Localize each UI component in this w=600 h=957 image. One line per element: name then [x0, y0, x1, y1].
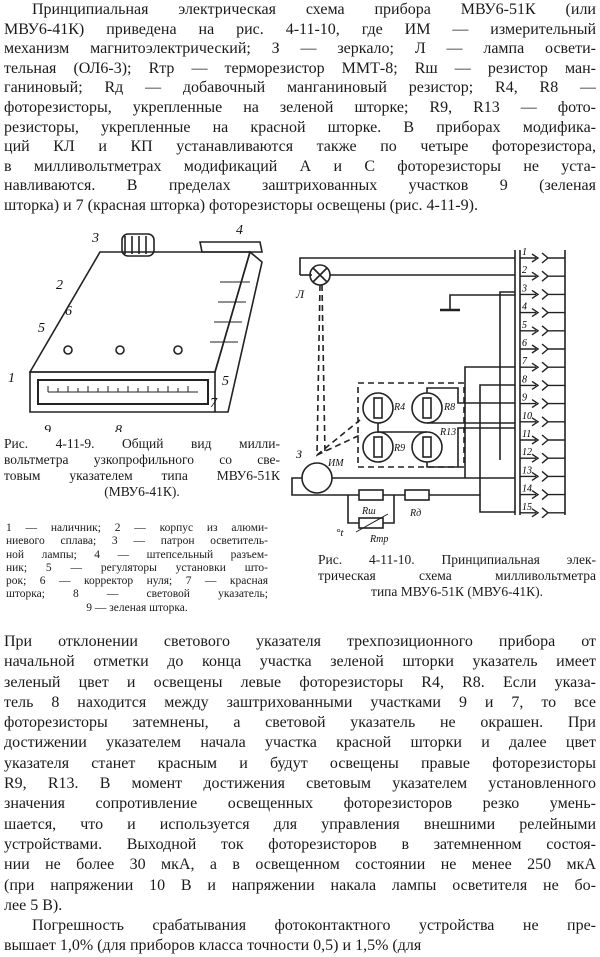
figure-1-callout-label: 5: [222, 374, 229, 389]
temperature-label: °t: [336, 527, 344, 539]
text-line: достижении указателем начала участка кра…: [4, 734, 596, 752]
intro-paragraph: Принципиальная электрическая схема прибо…: [4, 0, 596, 216]
text-line: 9 — зеленая шторка.: [86, 601, 188, 614]
resistor-r4-label: R4: [393, 402, 405, 413]
text-line: устройствами. Выходной ток фоторезисторо…: [4, 835, 596, 853]
figure-1-callout-label: 5: [38, 321, 45, 336]
connector-pin: [520, 434, 565, 446]
text-line: товым указателем типа МВУ6-51К: [4, 468, 280, 483]
text-line: в милливольтметрах модификаций А и С фот…: [4, 157, 596, 175]
mirror-label: З: [296, 447, 302, 461]
text-line: типа МВУ6-51К (МВУ6-41К).: [371, 584, 543, 599]
text-line: фоторезисторы, укрепленные на зеленой шт…: [4, 98, 596, 116]
text-line: Рис. 4-11-10. Принципиальная элек-: [318, 552, 596, 567]
text-line: ник; 5 — регуляторы установки што-: [6, 561, 268, 574]
text-line: навливаются. В пределах заштрихованных у…: [4, 177, 596, 195]
figure-1-legend: 1 — наличник; 2 — корпус из алюми-ниевог…: [6, 522, 268, 615]
lamp-label: Л: [295, 287, 305, 301]
figure-1-callout-label: 8: [115, 423, 122, 432]
resistor-r8-label: R8: [443, 402, 455, 413]
thermistor-label: Rтр: [369, 534, 388, 545]
figure-1-callout-label: 4: [236, 223, 243, 238]
text-line: нии не более 30 мкА, а в освещенном сост…: [4, 856, 596, 874]
text-line: рок; 6 — корректор нуля; 7 — красная: [6, 575, 268, 588]
shunt-resistor-label: Rш: [361, 506, 376, 517]
connector-pin: [520, 452, 565, 464]
pin-number: 12: [522, 447, 532, 458]
text-line: указателя станет красным и будут освещен…: [4, 754, 596, 772]
text-line: ной лампы; 4 — штепсельный разъем-: [6, 548, 268, 561]
text-line: вольтметра узкопрофильного со све-: [4, 452, 280, 467]
pin-number: 10: [522, 411, 532, 422]
text-line: значения сопротивление освещенных фоторе…: [4, 795, 596, 813]
text-line: трическая схема милливольтметра: [318, 568, 596, 583]
figure-1-callout-label: 7: [210, 396, 218, 411]
text-line: Рис. 4-11-9. Общий вид милли-: [4, 436, 280, 451]
connector-pin: [520, 489, 565, 501]
connector-pin: [520, 270, 565, 282]
pin-number: 15: [522, 502, 532, 513]
resistor-r9-label: R9: [393, 443, 405, 454]
pin-number: 14: [522, 484, 532, 495]
body-paragraph: При отклонении светового указателя трехп…: [4, 632, 596, 957]
pin-number: 13: [522, 465, 532, 476]
text-line: ганиновый; Rд — добавочный манганиновый …: [4, 79, 596, 97]
pin-number: 6: [522, 338, 527, 349]
figure-1-callout-label: 6: [65, 304, 72, 319]
text-line: Принципиальная электрическая схема прибо…: [32, 1, 596, 18]
text-line: начальной отметки до конца участка зелен…: [4, 653, 596, 671]
connector-pin: [520, 379, 565, 391]
figure-1-caption: Рис. 4-11-9. Общий вид милли-вольтметра …: [4, 436, 280, 500]
figure-2-caption: Рис. 4-11-10. Принципиальная элек-тричес…: [318, 552, 596, 600]
text-line: шается, что и используется для управлени…: [4, 815, 596, 833]
text-line: шторка; 8 — световой указатель;: [6, 588, 268, 601]
pin-number: 3: [521, 283, 527, 294]
pin-number: 9: [522, 393, 527, 404]
connector-pin: [520, 361, 565, 373]
text-line: ниевого сплава; 3 — патрон осветитель-: [6, 535, 268, 548]
text-line: резисторы, укрепленные на красной шторке…: [4, 118, 596, 136]
figure-1-callout-label: 3: [91, 231, 99, 246]
figure-1-callout-label: 1: [8, 371, 15, 386]
connector-pin: [520, 307, 565, 319]
text-line: вышает 1,0% (для приборов класса точност…: [4, 937, 422, 955]
pin-number: 5: [522, 320, 527, 331]
connector-pin: [520, 507, 565, 519]
meter-label: ИМ: [327, 458, 344, 469]
figure-1-callout-label: 9: [44, 423, 51, 432]
connector-pin: [520, 416, 565, 428]
text-line: лее 5 В).: [4, 896, 63, 914]
text-line: (при напряжении 10 В и напряжении накала…: [4, 876, 596, 894]
connector-pin: [520, 398, 565, 410]
pin-number: 8: [522, 374, 527, 385]
pin-number: 2: [522, 265, 527, 276]
text-line: При отклонении светового указателя трехп…: [4, 633, 596, 650]
pin-number: 11: [522, 429, 531, 440]
pin-number: 4: [522, 302, 527, 313]
text-line: шторка) и 7 (красная шторка) фоторезисто…: [4, 196, 478, 214]
connector-pin: [520, 252, 565, 264]
text-line: механизм магнитоэлектрический; З — зерка…: [4, 40, 596, 58]
text-line: тель 8 находится между заштрихованными у…: [4, 693, 596, 711]
text-line: зеленый цвет и освещены левые фоторезист…: [4, 673, 596, 691]
connector-pin: [520, 470, 565, 482]
text-line: 1 — наличник; 2 — корпус из алюми-: [6, 522, 268, 534]
resistor-r13-label: R13: [439, 427, 456, 438]
figure-device-view: 1 2 3 4 5 5 6 7 8 9: [8, 223, 263, 432]
connector-pin: [520, 325, 565, 337]
connector-pin: [520, 288, 565, 300]
text-line: МВУ6-41К) приведена на рис. 4-11-10, где…: [4, 20, 596, 38]
text-line: Погрешность срабатывания фотоконтактного…: [32, 917, 596, 935]
text-line: (МВУ6-41К).: [104, 484, 180, 499]
pin-number: 7: [522, 356, 528, 367]
text-line: R9, R13. В момент достижения световым ук…: [4, 775, 596, 793]
figure-1-callout-label: 2: [56, 278, 63, 293]
text-line: фоторезисторы затемнены, а световой указ…: [4, 714, 596, 732]
additional-resistor-label: Rд: [409, 508, 421, 519]
text-line: ций КЛ и КП устанавливаются также по чет…: [4, 138, 596, 156]
text-line: тельная (ОЛ6-3); Rтр — терморезистор ММТ…: [4, 59, 596, 77]
pin-number: 1: [522, 247, 527, 258]
connector-pin: [520, 343, 565, 355]
